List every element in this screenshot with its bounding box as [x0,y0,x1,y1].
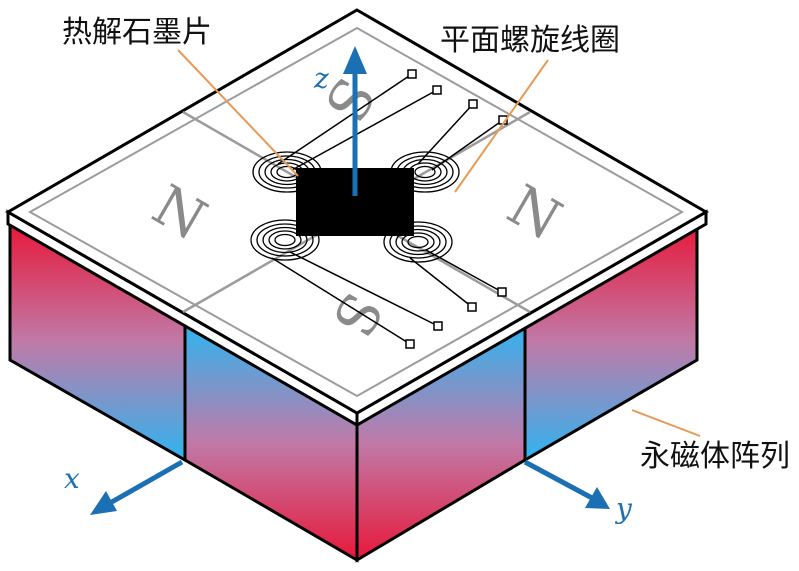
z-axis-label: z [313,62,329,95]
z-axis: z [313,46,367,196]
leader-graphite [177,49,299,177]
terminal-pad [407,69,417,79]
leader-lines [177,49,701,437]
y-axis-arrowhead [585,487,610,509]
label-planar-spiral-coil: 平面螺旋线圈 [440,23,620,58]
x-axis-label: x [64,462,80,495]
spiral-coil-bottom-left [250,219,320,261]
terminal-pad [405,339,415,349]
label-pyrolytic-graphite: 热解石墨片 [62,15,212,50]
label-permanent-magnet-array: 永磁体阵列 [640,439,790,474]
terminal-pad [497,287,507,297]
terminal-pad [468,99,478,109]
terminal-pad [433,321,443,331]
coil-leads [271,73,504,345]
y-axis: y [523,459,633,525]
x-axis: x [64,459,184,515]
leader-coil [454,59,549,193]
terminal-pad [467,302,477,312]
coil-board-outline [27,26,685,398]
terminal-pad [432,85,442,95]
planar-spiral-coils [250,151,460,263]
x-axis-arrowhead [90,491,117,515]
z-axis-arrowhead [343,46,367,74]
coil-pads [405,69,508,349]
y-axis-label: y [614,492,633,525]
leader-magnet-array [631,409,701,437]
spiral-coil-bottom-right [383,221,453,263]
